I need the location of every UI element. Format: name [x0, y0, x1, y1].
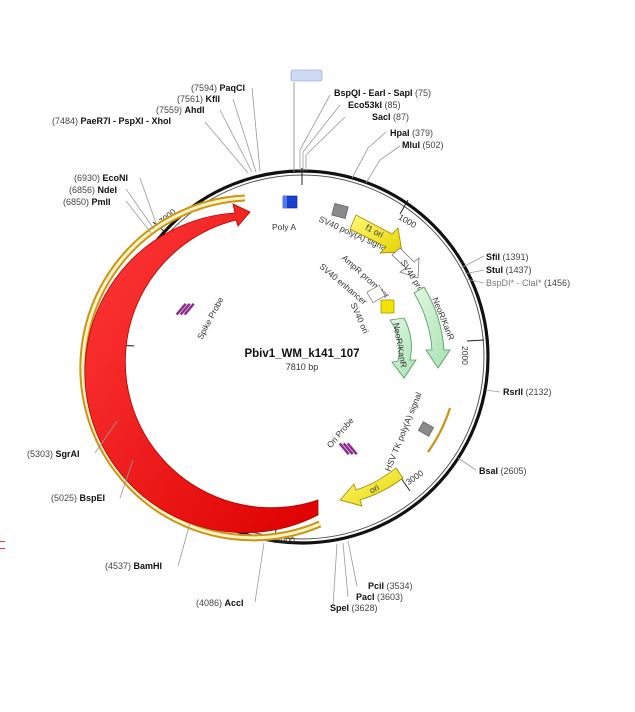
neor-kanr-outer-feature — [413, 286, 451, 369]
hsv-tk-polya-label: HSV TK poly(A) signal — [383, 391, 424, 473]
ampr-promoter-feature — [391, 247, 420, 279]
site-paqci: (7594) PaqCI — [191, 83, 245, 93]
site-leaders — [94, 87, 501, 607]
site-bspei: (5025) BspEI — [51, 493, 105, 503]
site-pcii: PciI (3534) — [368, 581, 413, 591]
plasmid-name: Pbiv1_WM_k141_107 — [244, 348, 359, 360]
site-mlui: MluI (502) — [402, 140, 444, 150]
edge-marker — [0, 541, 5, 549]
site-bspdi: BspDI* - ClaI* (1456) — [486, 278, 570, 288]
hsv-tk-polya-box — [417, 421, 435, 437]
spike-omicron-cds — [84, 203, 319, 534]
site-sfii: SfiI (1391) — [486, 252, 529, 262]
sv40-ori-feature — [366, 284, 395, 314]
site-sgrai: (5303) SgrAI — [27, 449, 80, 459]
spike-probe-icon — [175, 302, 195, 316]
poly-a-label: Poly A — [272, 222, 296, 232]
f1-ori-feature — [349, 214, 403, 254]
site-bspqi: BspQI - EarI - SapI (75) — [334, 88, 431, 98]
site-saci: SacI (87) — [372, 112, 409, 122]
site-stui: StuI (1437) — [486, 265, 532, 275]
site-spei: SpeI (3628) — [330, 603, 378, 613]
site-ndei: (6856) NdeI — [69, 185, 117, 195]
tick-2000: 2000 — [460, 346, 470, 365]
site-acci: (4086) AccI — [196, 598, 244, 608]
site-bsai: BsaI (2605) — [479, 466, 527, 476]
site-kfli: (7561) KflI — [177, 94, 220, 104]
site-hpai: HpaI (379) — [390, 128, 433, 138]
sv40-ori-label: SV40 ori — [349, 301, 371, 335]
site-xhoi: (7484) PaeR7I - PspXI - XhoI — [52, 116, 171, 126]
site-econi: (6930) EcoNI — [74, 173, 128, 183]
tick-4000: 4000 — [276, 535, 295, 545]
site-eco53ki: Eco53kI (85) — [348, 100, 401, 110]
ori-label: ori — [368, 482, 381, 495]
sv40-polya-box — [331, 203, 349, 219]
site-rsrii: RsrII (2132) — [503, 387, 552, 397]
site-ahdi: (7559) AhdI — [156, 105, 205, 115]
tick-3000: 3000 — [404, 468, 425, 487]
ori-feature — [339, 467, 404, 507]
site-paci: PacI (3603) — [356, 592, 403, 602]
ori-probe-icon — [338, 442, 358, 456]
site-pmli: (6850) PmlI — [63, 197, 111, 207]
minor-feature-arc — [427, 407, 452, 453]
spike-track — [79, 194, 322, 542]
poly-a-feature — [282, 195, 298, 209]
site-bamhi: (4537) BamHI — [105, 561, 162, 571]
restriction-site-labels: BspQI - EarI - SapI (75) Eco53kI (85) Sa… — [27, 83, 570, 613]
neor-kanr-inner-feature — [389, 317, 417, 379]
plasmid-size: 7810 bp — [286, 362, 319, 372]
spike-probe-label: Spike Probe — [195, 295, 226, 341]
polya-tag — [290, 69, 323, 82]
